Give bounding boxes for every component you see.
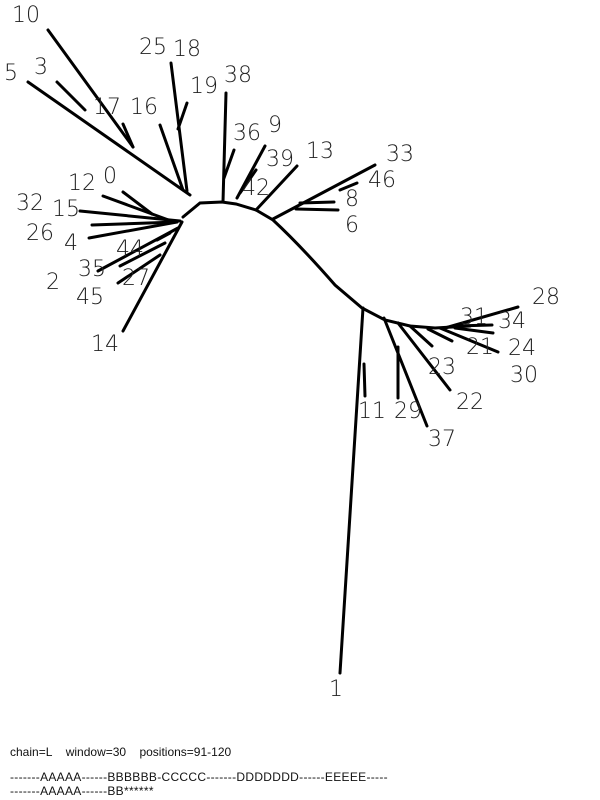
edge-36-9 xyxy=(222,148,236,180)
edge-6 xyxy=(294,207,340,212)
leaf-label: 13 xyxy=(306,139,334,164)
leaf-label: 5 xyxy=(4,61,18,86)
edge-37 xyxy=(382,316,429,428)
leaf-label: 14 xyxy=(91,332,119,357)
chain-label: chain=L xyxy=(10,745,53,759)
edge-1 xyxy=(338,306,365,675)
edge-30 xyxy=(438,326,500,354)
leaf-label: 3 xyxy=(34,55,48,80)
edge-22 xyxy=(396,321,452,392)
leaf-label: 46 xyxy=(368,168,396,193)
leaf-label: 27 xyxy=(122,266,150,291)
leaf-label: 2 xyxy=(46,270,60,295)
parameters-line: chain=L window=30 positions=91-120 xyxy=(10,745,231,759)
leaf-label: 28 xyxy=(532,285,560,310)
edge-42 xyxy=(238,168,258,195)
leaf-label: 19 xyxy=(190,74,218,99)
leaf-label: 45 xyxy=(76,285,104,310)
edge-12 xyxy=(101,194,176,224)
edge-21 xyxy=(426,327,454,343)
edge-24 xyxy=(453,326,495,335)
tree-labels: 10 5 3 17 16 25 18 19 38 36 9 39 42 13 3… xyxy=(4,3,560,702)
leaf-label: 4 xyxy=(64,231,78,256)
leaf-label: 38 xyxy=(224,63,252,88)
sequence-line-1: -------AAAAA------BBBBBB-CCCCC-------DDD… xyxy=(10,770,388,784)
edge-19 xyxy=(176,101,189,131)
edge-11 xyxy=(362,362,367,398)
edge-27 xyxy=(118,241,167,268)
edge-23 xyxy=(408,324,434,348)
edge-15 xyxy=(78,209,182,223)
edge-0 xyxy=(121,190,154,216)
leaf-label: 16 xyxy=(130,95,158,120)
leaf-label: 24 xyxy=(508,336,536,361)
edge-34 xyxy=(453,323,494,328)
backbone xyxy=(181,200,472,330)
leaf-label: 8 xyxy=(345,187,359,212)
leaf-label: 39 xyxy=(266,147,294,172)
sequence-line-2: -------AAAAA------BB****** xyxy=(10,784,154,798)
leaf-label: 10 xyxy=(12,3,40,28)
window-label: window=30 xyxy=(65,745,127,759)
leaf-label: 30 xyxy=(510,363,538,388)
leaf-label: 26 xyxy=(26,221,54,246)
edge-44 xyxy=(155,231,172,242)
leaf-label: 9 xyxy=(268,113,282,138)
edge-3 xyxy=(55,80,87,112)
edge-46 xyxy=(338,181,359,192)
edge-26 xyxy=(90,220,179,227)
edge-38 xyxy=(221,91,228,204)
edge-4 xyxy=(87,220,179,240)
tree-edges xyxy=(26,28,520,675)
leaf-label: 33 xyxy=(386,142,414,167)
leaf-label: 15 xyxy=(52,197,80,222)
leaf-label: 36 xyxy=(233,121,261,146)
edge-8 xyxy=(298,200,336,205)
edge-45 xyxy=(116,253,162,285)
positions-label: positions=91-120 xyxy=(139,745,232,759)
leaf-label: 18 xyxy=(173,37,201,62)
leaf-label: 21 xyxy=(466,335,494,360)
leaf-label: 29 xyxy=(394,399,422,424)
edge-17 xyxy=(121,122,135,149)
phylogenetic-tree: 10 5 3 17 16 25 18 19 38 36 9 39 42 13 3… xyxy=(4,3,560,702)
leaf-label: 31 xyxy=(460,305,488,330)
edge-13 xyxy=(254,164,299,212)
edge-5 xyxy=(26,80,192,197)
edge-10 xyxy=(46,28,135,149)
leaf-label: 37 xyxy=(428,427,456,452)
leaf-label: 12 xyxy=(68,171,96,196)
leaf-label: 35 xyxy=(78,257,106,282)
leaf-label: 23 xyxy=(428,355,456,380)
leaf-label: 0 xyxy=(103,164,117,189)
edge-33-46 xyxy=(271,163,377,221)
leaf-label: 32 xyxy=(16,191,44,216)
leaf-label: 44 xyxy=(116,237,144,262)
leaf-label: 22 xyxy=(456,390,484,415)
edge-14 xyxy=(121,220,184,333)
leaf-label: 17 xyxy=(93,95,121,120)
leaf-label: 42 xyxy=(242,176,270,201)
leaf-label: 11 xyxy=(358,399,386,424)
leaf-label: 1 xyxy=(329,677,343,702)
leaf-label: 6 xyxy=(345,213,359,238)
leaf-label: 34 xyxy=(498,309,526,334)
edge-16 xyxy=(158,123,185,192)
leaf-label: 25 xyxy=(139,35,167,60)
